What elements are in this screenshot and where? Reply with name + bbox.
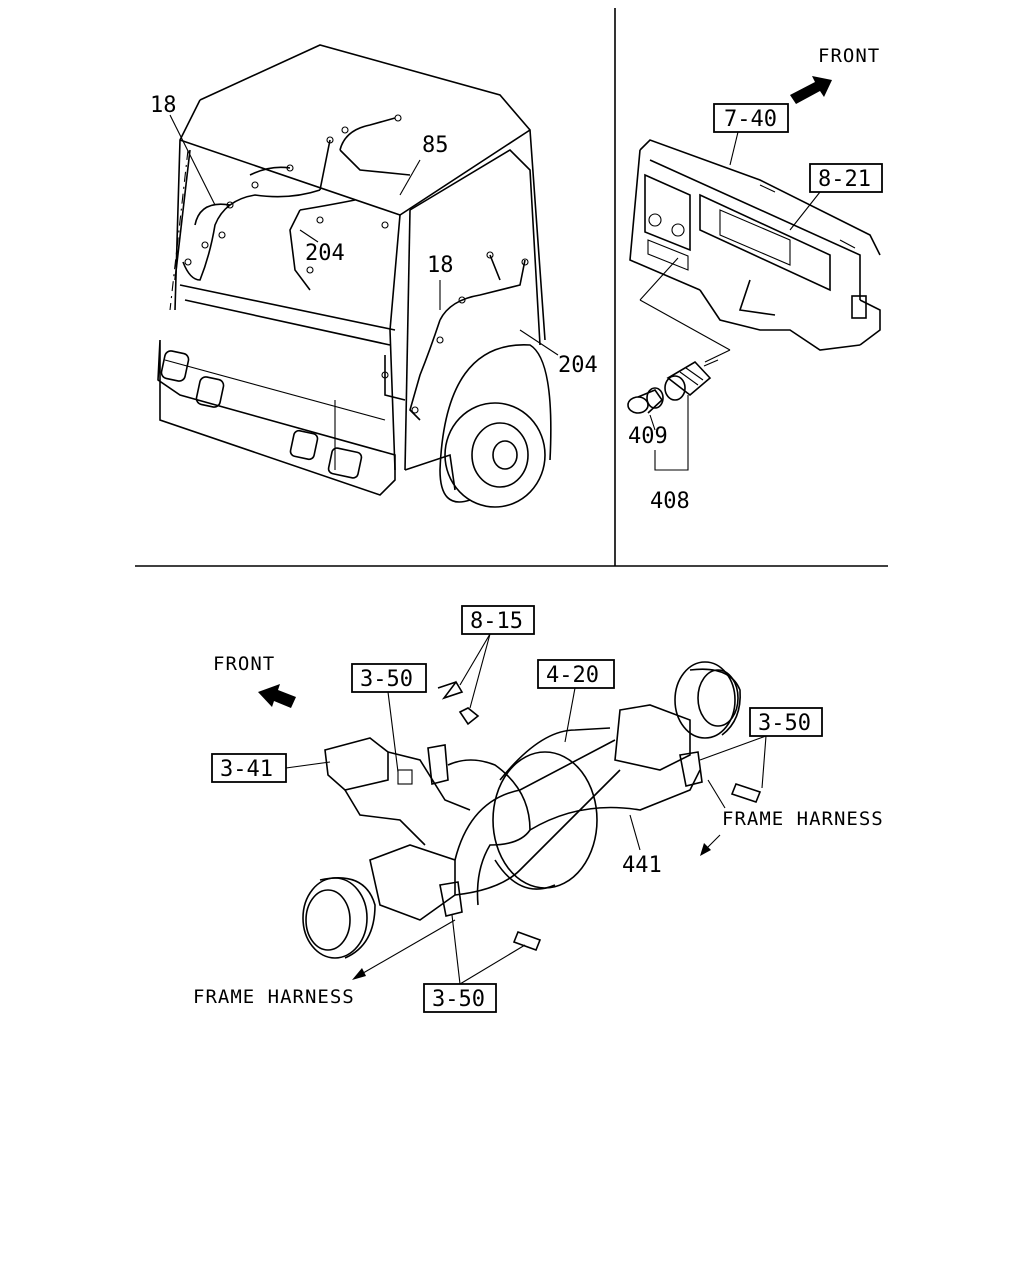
axle-assembly-drawing (302, 661, 762, 959)
ref-label-8-21: 8-21 (818, 167, 871, 192)
front-label-bottom: FRONT (213, 653, 275, 675)
callout-408: 408 (650, 489, 690, 514)
callout-204-door: 204 (558, 353, 598, 378)
frame-harness-label-right: FRAME HARNESS (722, 808, 884, 830)
frame-harness-label-left: FRAME HARNESS (193, 986, 355, 1008)
leader-408 (654, 395, 689, 471)
leader-18-a (169, 114, 216, 206)
leader-8-15-a (459, 633, 491, 686)
ref-label-8-15: 8-15 (470, 609, 523, 634)
callout-441: 441 (622, 853, 662, 878)
leader-3-50-right-a (699, 735, 767, 761)
leader-3-50-upper (387, 691, 399, 773)
front-arrow-top-icon (790, 76, 832, 104)
callout-85: 85 (422, 133, 449, 158)
leader-85 (399, 159, 421, 196)
truck-cab-drawing (157, 44, 552, 508)
callout-409: 409 (628, 424, 668, 449)
frame-harness-arrow-left (357, 919, 456, 977)
leader-3-50-lower-a (451, 914, 461, 985)
ref-box-3-50-lower (423, 983, 497, 1013)
ref-box-7-40 (713, 103, 789, 133)
frame-harness-arrow-right-a (707, 779, 726, 809)
ref-label-3-50-lower: 3-50 (432, 987, 485, 1012)
ref-label-3-50-right: 3-50 (758, 711, 811, 736)
leader-8-21 (789, 191, 821, 231)
ref-box-3-50-upper (351, 663, 427, 693)
leader-3-50-lower-b (459, 944, 526, 985)
leader-409 (649, 414, 656, 431)
dashboard-drawing (629, 139, 881, 351)
ref-label-3-41: 3-41 (220, 757, 273, 782)
front-arrow-bottom-icon (258, 684, 296, 708)
callout-18-roof: 18 (150, 93, 177, 118)
leader-7-40 (729, 131, 739, 166)
leader-3-50-right-b (761, 735, 767, 789)
leader-4-20 (564, 687, 576, 743)
leader-8-15-b (469, 633, 491, 709)
switch-assembly-drawing (627, 257, 731, 414)
ref-box-4-20 (537, 659, 615, 689)
front-label-top: FRONT (818, 45, 880, 67)
leader-204-a (299, 229, 319, 243)
callout-18-door: 18 (427, 253, 454, 278)
ref-label-4-20: 4-20 (546, 663, 599, 688)
ref-label-7-40: 7-40 (724, 107, 777, 132)
ref-box-3-50-right (749, 707, 823, 737)
callout-204-roof: 204 (305, 241, 345, 266)
leader-441 (629, 814, 641, 851)
arrowhead-right-icon (700, 843, 711, 856)
ref-box-8-21 (809, 163, 883, 193)
leader-204-b (519, 329, 559, 356)
ref-box-3-41 (211, 753, 287, 783)
arrowhead-left-icon (352, 968, 366, 980)
ref-box-8-15 (461, 605, 535, 635)
leader-3-41 (285, 761, 331, 769)
ref-label-3-50-upper: 3-50 (360, 667, 413, 692)
